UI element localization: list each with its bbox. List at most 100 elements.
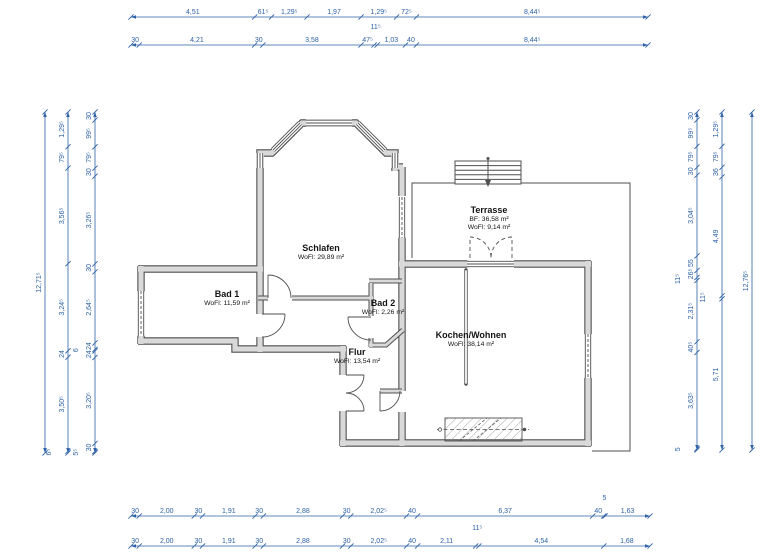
schlafen-east-window [398,197,406,238]
room-name: Schlafen [302,243,340,253]
terrasse-french-doors [469,236,513,259]
svg-text:5: 5 [675,447,682,451]
svg-text:30: 30 [255,508,263,515]
svg-text:2,02⁵: 2,02⁵ [370,538,387,545]
svg-text:3,20⁵: 3,20⁵ [86,392,93,409]
svg-text:8,44⁵: 8,44⁵ [524,37,541,44]
bay-window-top [306,119,352,127]
svg-text:12,71⁵: 12,71⁵ [36,272,43,293]
svg-text:79⁵: 79⁵ [688,151,695,162]
room-area: WoFl: 11,59 m² [204,299,250,307]
svg-text:30: 30 [255,538,263,545]
svg-text:5: 5 [603,495,607,502]
walls-exterior-fill [138,120,591,446]
svg-text:3,26⁵: 3,26⁵ [86,212,93,229]
svg-text:30: 30 [131,508,139,515]
svg-text:40: 40 [408,508,416,515]
dim-chain-right-col-outer: 12,76⁵ [743,109,755,453]
svg-text:30: 30 [255,37,263,44]
walls-exterior-outline [137,119,592,447]
svg-text:3,24⁵: 3,24⁵ [59,299,66,316]
svg-text:11⁵: 11⁵ [700,292,707,302]
svg-text:79⁵: 79⁵ [713,151,720,162]
svg-text:40: 40 [408,538,416,545]
windows [137,119,592,378]
svg-text:11⁵: 11⁵ [371,24,381,31]
svg-text:1,68: 1,68 [620,538,634,545]
svg-text:30: 30 [86,112,93,120]
kochen-east-window [584,334,592,378]
svg-text:1,29⁵: 1,29⁵ [59,121,66,138]
svg-text:4,49: 4,49 [713,229,720,243]
stairs-direction-start-dot [486,157,490,160]
bad1-door [261,313,286,338]
svg-text:79⁵: 79⁵ [59,152,66,163]
svg-text:2,64⁵: 2,64⁵ [86,299,93,316]
svg-text:1,91: 1,91 [222,538,236,545]
bay-window-right-diagonal [355,120,388,153]
svg-text:72⁵: 72⁵ [401,9,412,16]
svg-text:30: 30 [343,508,351,515]
flur-kochen-door [379,390,401,412]
svg-text:30: 30 [343,538,351,545]
svg-text:5⁵: 5⁵ [73,449,80,456]
stairs-direction-arrow [485,180,491,187]
svg-text:30: 30 [688,112,695,120]
svg-text:24: 24 [86,350,93,358]
room-area: WoFl: 2,26 m² [361,308,405,316]
bay-window-left-diagonal [270,120,303,153]
svg-text:30: 30 [195,538,203,545]
svg-text:12,76⁵: 12,76⁵ [743,271,750,292]
svg-text:1,97: 1,97 [327,9,341,16]
svg-text:3,63⁵: 3,63⁵ [688,392,695,409]
svg-text:4,21: 4,21 [190,37,204,44]
svg-text:3,58: 3,58 [305,37,319,44]
svg-text:2,00: 2,00 [160,538,174,545]
room-label-terrasse: Terrasse BF: 36,58 m² WoFl: 9,14 m² [467,205,511,233]
svg-text:4,51: 4,51 [186,9,200,16]
svg-text:5,71: 5,71 [713,367,720,381]
svg-text:30: 30 [86,168,93,176]
svg-text:11⁵: 11⁵ [472,525,482,532]
svg-text:1,03: 1,03 [385,37,399,44]
svg-text:4,54: 4,54 [534,538,548,545]
dim-chain-left-col-outer: 12,71⁵ [36,109,48,456]
svg-text:1,63: 1,63 [621,508,635,515]
svg-text:30: 30 [131,37,139,44]
bad2-door [347,316,372,341]
svg-text:40⁵: 40⁵ [688,342,695,353]
svg-text:11⁵: 11⁵ [675,274,682,284]
room-area: WoFl: 29,89 m² [297,253,345,261]
svg-text:99⁵: 99⁵ [86,128,93,139]
svg-text:30: 30 [131,538,139,545]
bad1-west-window [137,291,145,336]
svg-text:8,44⁵: 8,44⁵ [524,9,541,16]
svg-text:30: 30 [86,444,93,452]
svg-text:61⁵: 61⁵ [258,9,269,16]
svg-text:6,37: 6,37 [498,508,512,515]
svg-text:30: 30 [86,264,93,272]
schlafen-door [267,274,292,299]
svg-text:1,29⁵: 1,29⁵ [371,9,388,16]
room-area-wofl: WoFl: 9,14 m² [467,224,511,232]
room-label-bad2: Bad 2 WoFl: 2,26 m² [361,298,405,317]
svg-text:1,29⁵: 1,29⁵ [713,121,720,138]
terrasse-outline [411,182,631,452]
svg-text:79⁵: 79⁵ [86,152,93,163]
svg-text:2,02⁵: 2,02⁵ [370,508,387,515]
entrance-double-door [345,374,365,412]
svg-text:36: 36 [713,168,720,176]
svg-text:40: 40 [407,37,415,44]
room-label-bad1: Bad 1 WoFl: 11,59 m² [204,289,250,308]
svg-text:99⁵: 99⁵ [688,128,695,139]
doors [261,236,513,412]
walls-interior-fill [258,279,404,393]
